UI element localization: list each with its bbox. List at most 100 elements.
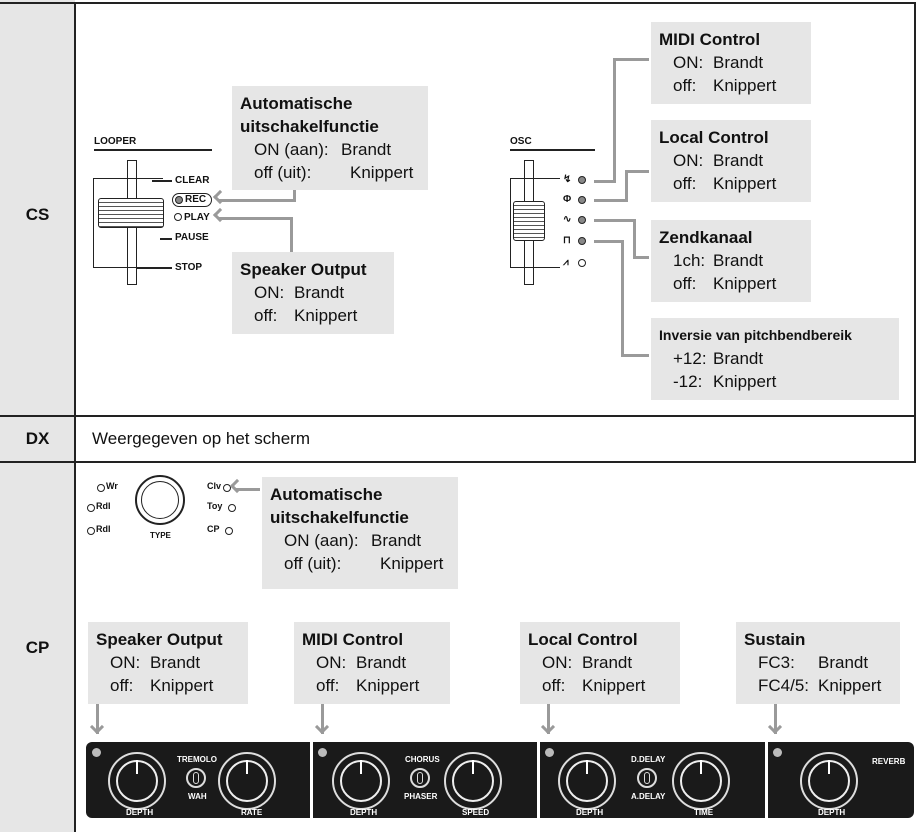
panel-label-rate: RATE — [241, 808, 263, 817]
panel-led-4 — [773, 748, 782, 757]
cs-auto-off-title-2: uitschakelfunctie — [240, 117, 379, 136]
looper-rec-led — [175, 196, 183, 204]
cs-speaker-line-off: off:Knippert — [254, 306, 358, 325]
cp-speaker-line-off: off:Knippert — [110, 676, 214, 695]
osc-arrow-zend-horizontal — [594, 219, 636, 222]
arrow-cs-auto-off-vertical — [293, 190, 296, 202]
osc-slider-frame — [510, 178, 560, 268]
cs-local-title: Local Control — [659, 128, 769, 147]
cs-local-control-box: Local Control ON:Brandt off:Knippert — [651, 120, 811, 202]
toggle-chorus-phaser[interactable] — [410, 768, 430, 788]
cp-local-title: Local Control — [528, 630, 638, 649]
looper-tick-stop — [137, 267, 172, 269]
panel-label-tremolo: TREMOLO — [177, 755, 217, 764]
looper-label-pause: PAUSE — [175, 232, 209, 243]
looper-slider-knob[interactable] — [98, 198, 164, 228]
osc-led-3 — [578, 216, 586, 224]
type-led-cp — [225, 527, 233, 535]
arrow-cs-auto-off-horizontal — [218, 199, 296, 202]
panel-label-time: TIME — [694, 808, 714, 817]
arrow-down-midi — [321, 704, 324, 734]
looper-slider-frame — [93, 178, 163, 268]
osc-wave-sine-icon: ∿ — [563, 214, 572, 225]
knob-depth-1[interactable] — [108, 752, 166, 810]
knob-depth-3-pointer — [586, 760, 588, 774]
knob-depth-4-pointer — [828, 760, 830, 774]
cs-inversie-line-plus: +12:Brandt — [673, 349, 764, 368]
knob-depth-2[interactable] — [332, 752, 390, 810]
knob-depth-3[interactable] — [558, 752, 616, 810]
type-label-rdl1: RdI — [96, 501, 111, 511]
row-divider-2 — [0, 461, 916, 463]
type-led-clv — [223, 484, 231, 492]
cs-midi-control-box: MIDI Control ON:Brandt off:Knippert — [651, 22, 811, 104]
cp-midi-line-off: off:Knippert — [316, 676, 420, 695]
cs-auto-off-title-1: Automatische — [240, 94, 353, 113]
panel-label-depth-2: DEPTH — [350, 808, 378, 817]
cp-midi-line-on: ON:Brandt — [316, 653, 407, 672]
row-divider-1 — [0, 415, 916, 417]
knob-rate[interactable] — [218, 752, 276, 810]
panel-divider-1 — [310, 742, 313, 818]
knob-depth-1-pointer — [136, 760, 138, 774]
osc-wave-ring-icon: Φ — [563, 194, 572, 205]
osc-led-2 — [578, 196, 586, 204]
cs-inversie-title: Inversie van pitchbendbereik — [659, 327, 852, 343]
osc-title: OSC — [510, 136, 532, 147]
cp-local-control-box: Local Control ON:Brandt off:Knippert — [520, 622, 680, 704]
looper-label-clear: CLEAR — [175, 175, 210, 186]
type-label-clv: Clv — [207, 481, 222, 491]
cs-speaker-line-on: ON:Brandt — [254, 283, 345, 302]
type-dial[interactable] — [135, 475, 185, 525]
cp-sustain-box: Sustain FC3:Brandt FC4/5:Knippert — [736, 622, 900, 704]
toggle-ddelay-adelay[interactable] — [637, 768, 657, 788]
cp-local-line-off: off:Knippert — [542, 676, 646, 695]
osc-wave-saw-icon: ↯ — [563, 174, 572, 185]
type-dial-inner — [141, 481, 179, 519]
panel-label-adelay: A.DELAY — [631, 792, 666, 801]
panel-label-depth-1: DEPTH — [126, 808, 154, 817]
cs-inversie-line-minus: -12:Knippert — [673, 372, 777, 391]
looper-title-underline — [94, 149, 212, 151]
looper-label-stop: STOP — [175, 262, 203, 273]
panel-label-depth-3: DEPTH — [576, 808, 604, 817]
arrow-down-speaker-head — [89, 719, 105, 735]
cs-local-line-on: ON:Brandt — [673, 151, 764, 170]
cp-sustain-line-fc3: FC3:Brandt — [758, 653, 869, 672]
osc-arrow-zend-bottom — [633, 256, 649, 259]
osc-slider-knob[interactable] — [513, 201, 545, 241]
osc-arrow-zend-vertical — [633, 219, 636, 259]
panel-label-speed: SPEED — [462, 808, 490, 817]
panel-label-chorus: CHORUS — [405, 755, 440, 764]
cp-auto-off-title-2: uitschakelfunctie — [270, 508, 409, 527]
cs-local-line-off: off:Knippert — [673, 174, 777, 193]
cp-speaker-title: Speaker Output — [96, 630, 223, 649]
looper-tick-clear — [152, 180, 172, 182]
type-led-rdl1 — [87, 504, 95, 512]
osc-arrow-midi-vertical — [613, 58, 616, 182]
arrow-down-midi-head — [314, 719, 330, 735]
panel-divider-3 — [765, 742, 768, 818]
knob-depth-2-pointer — [360, 760, 362, 774]
panel-label-wah: WAH — [188, 792, 207, 801]
osc-title-underline — [510, 149, 595, 151]
type-label-wr: Wr — [106, 481, 118, 491]
cp-auto-off-title-1: Automatische — [270, 485, 383, 504]
knob-time[interactable] — [672, 752, 730, 810]
knob-speed[interactable] — [444, 752, 502, 810]
toggle-tremolo-wah[interactable] — [186, 768, 206, 788]
looper-tick-pause — [160, 238, 172, 240]
knob-time-pointer — [700, 760, 702, 774]
cp-local-line-on: ON:Brandt — [542, 653, 633, 672]
knob-speed-pointer — [472, 760, 474, 774]
type-label-toy: Toy — [207, 501, 223, 511]
cs-zend-line-off: off:Knippert — [673, 274, 777, 293]
cp-midi-control-box: MIDI Control ON:Brandt off:Knippert — [294, 622, 450, 704]
cs-auto-off-box: Automatische uitschakelfunctie ON (aan):… — [232, 86, 428, 190]
arrow-down-speaker — [96, 704, 99, 734]
type-led-toy — [228, 504, 236, 512]
looper-rec-indicator — [172, 193, 212, 207]
type-label-type: TYPE — [150, 531, 171, 540]
knob-depth-4[interactable] — [800, 752, 858, 810]
row-label-dx: DX — [25, 429, 50, 448]
